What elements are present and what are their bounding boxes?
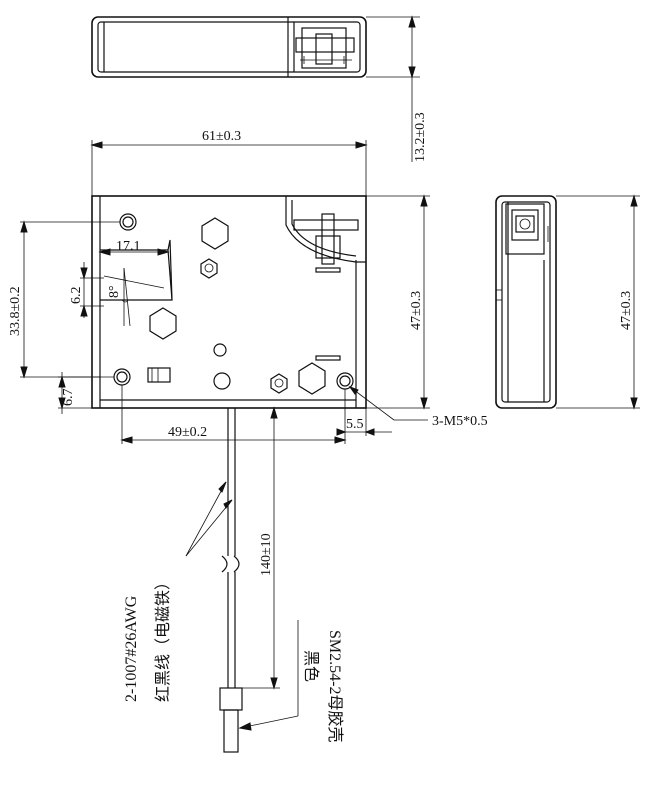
connector-spec-label: SM2.54-2母胶壳 <box>326 630 344 742</box>
dim-33-8-label: 33.8±0.2 <box>8 286 23 336</box>
dim-17-1-label: 17.1 <box>116 239 141 254</box>
dim-47-front-label: 47±0.3 <box>409 291 424 330</box>
front-view <box>20 140 430 444</box>
holes-m5-label: 3-M5*0.5 <box>432 414 488 429</box>
dim-6-7-label: 6.7 <box>61 389 76 407</box>
dim-5-5-label: 5.5 <box>346 417 364 432</box>
dim-140-label: 140±10 <box>259 533 274 576</box>
cable <box>185 406 299 753</box>
connector-color-label: 黑色 <box>302 650 320 682</box>
top-view <box>91 15 420 162</box>
wire-desc-label: 红黑线（电磁铁） <box>154 574 172 702</box>
dim-61-label: 61±0.3 <box>202 129 241 144</box>
dim-49-label: 49±0.2 <box>168 425 207 440</box>
dim-8deg-label: 8° <box>107 285 122 298</box>
wire-spec-label: 2-1007#26AWG <box>123 595 140 702</box>
dim-6-2-label: 6.2 <box>69 287 84 305</box>
dim-47-side-label: 47±0.3 <box>619 291 634 330</box>
dim-13-2-label: 13.2±0.3 <box>413 112 428 162</box>
side-view <box>495 194 640 410</box>
